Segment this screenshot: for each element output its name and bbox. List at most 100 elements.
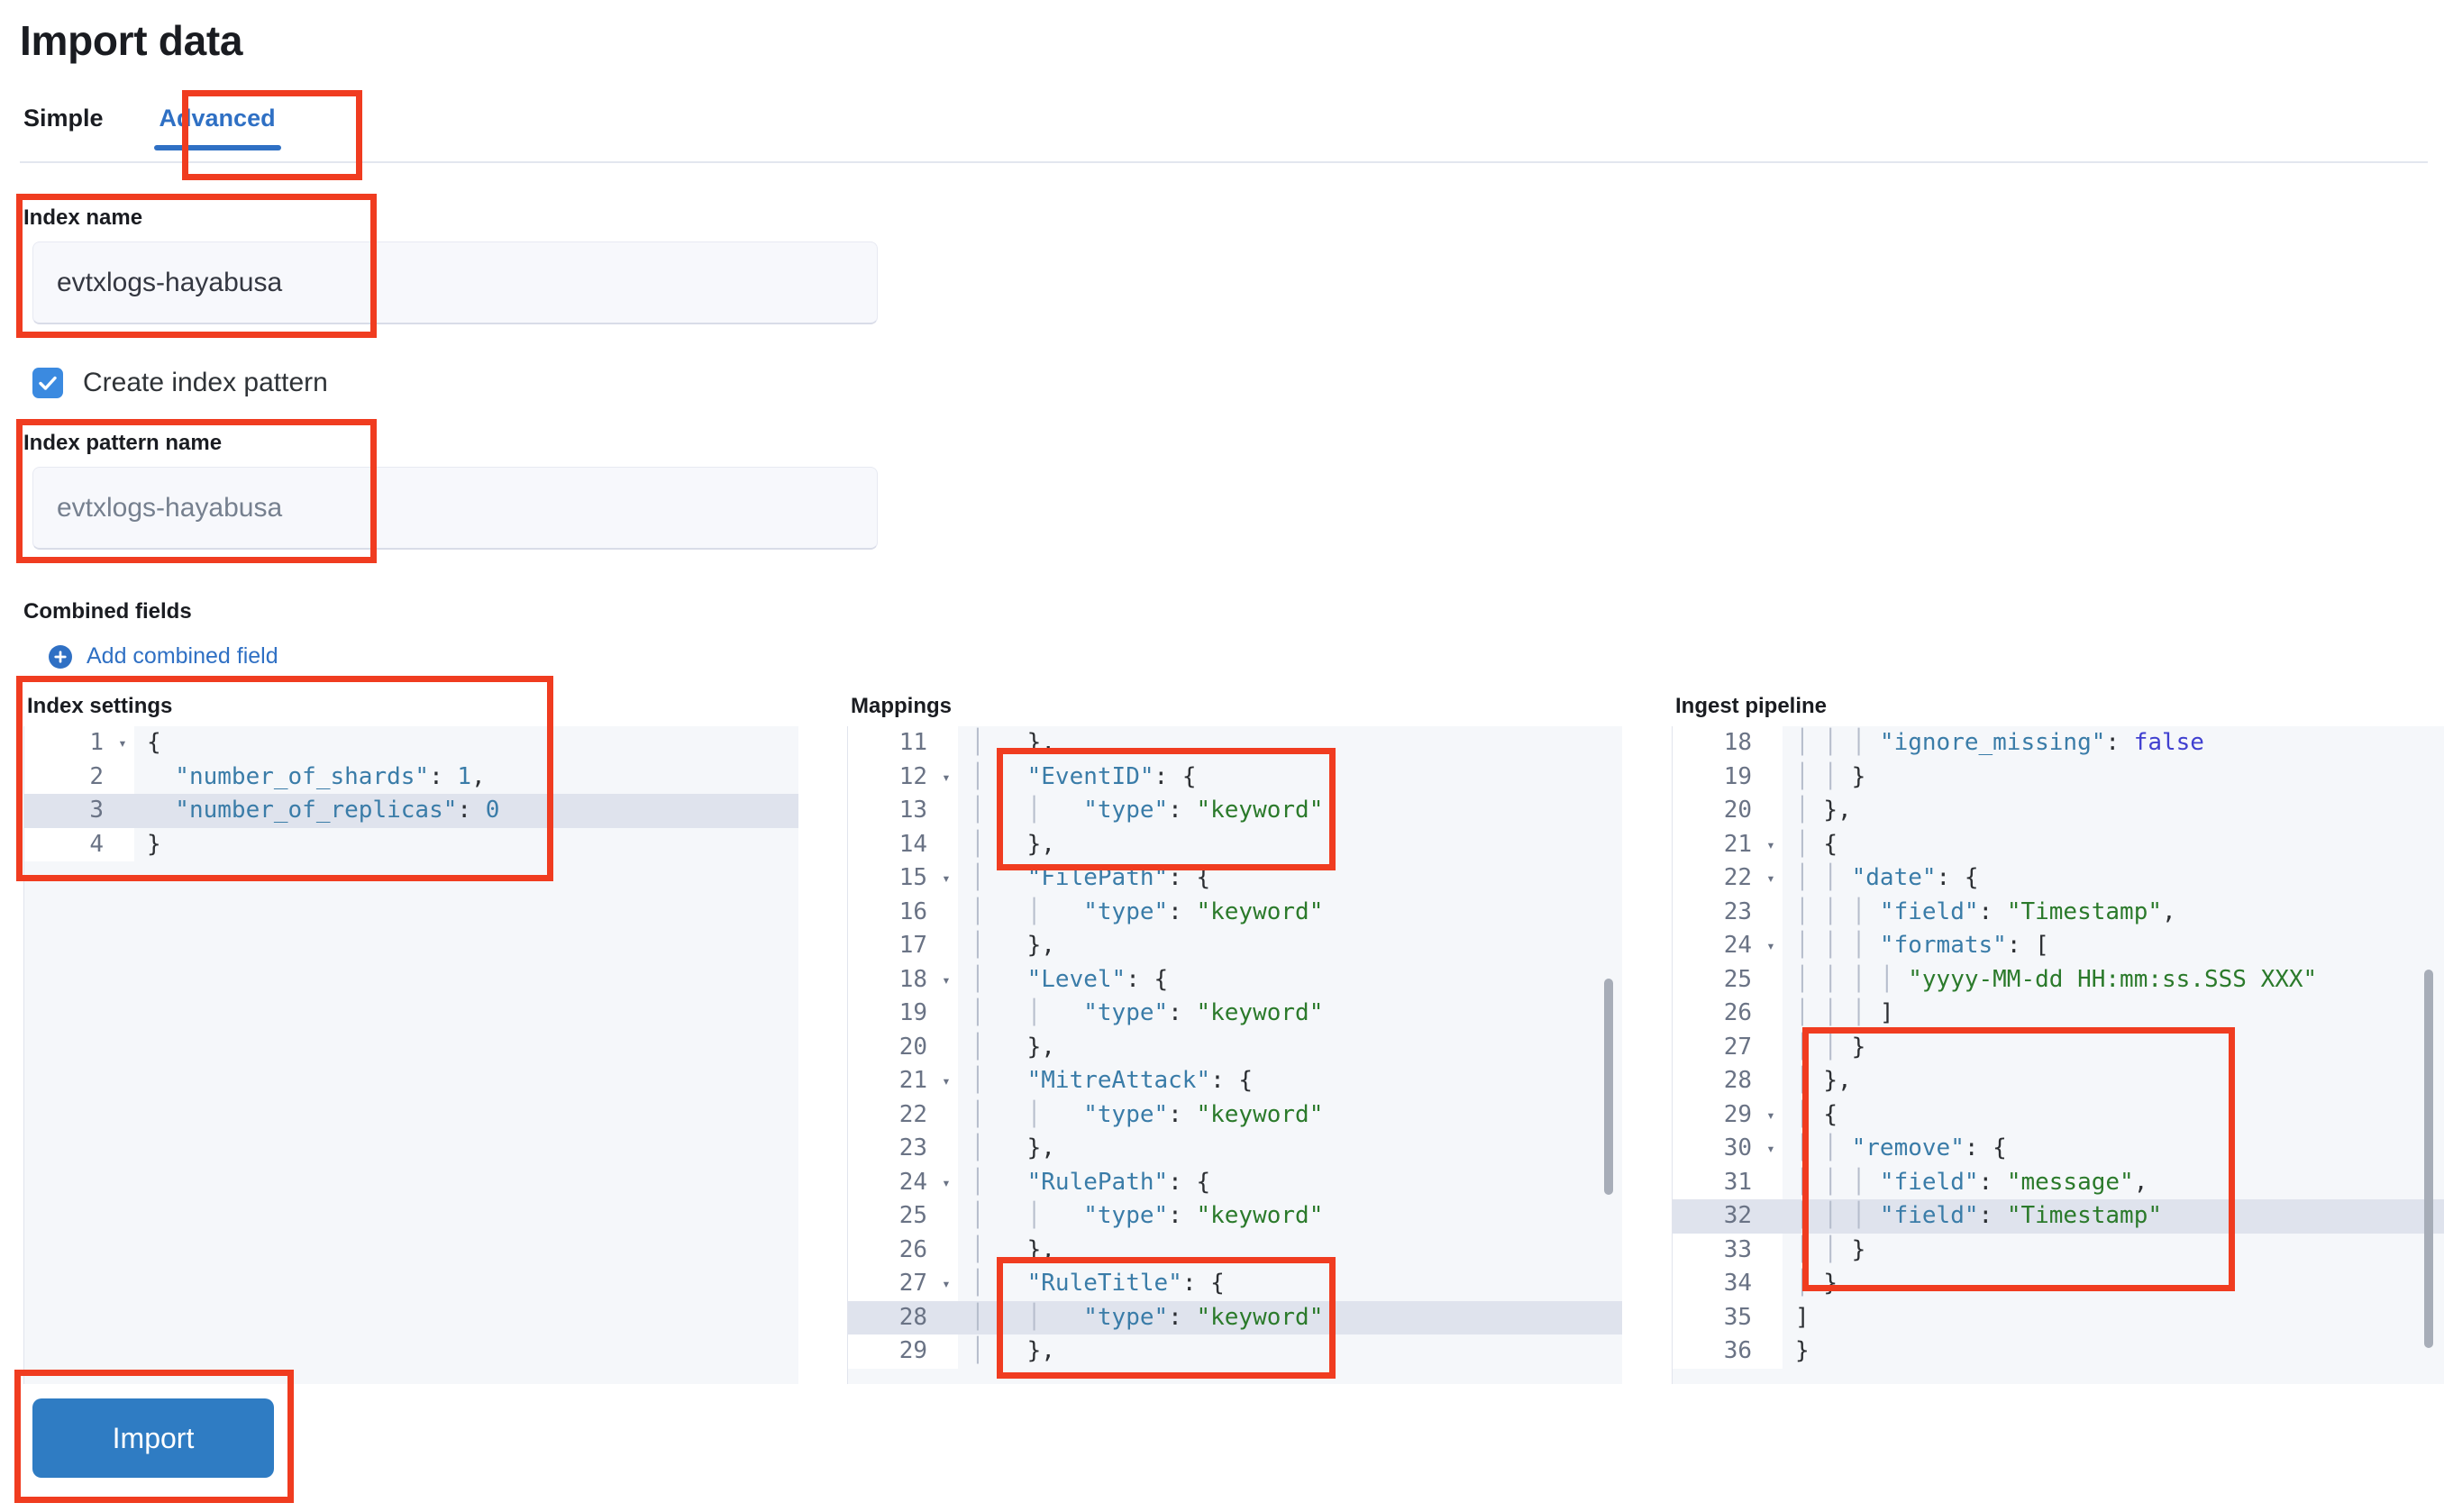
code-text: │ │ │ "formats": [ bbox=[1795, 932, 2049, 959]
fold-caret-icon[interactable]: ▾ bbox=[111, 726, 134, 761]
line-number: 33 bbox=[1673, 1233, 1759, 1267]
fold-caret-icon[interactable]: ▾ bbox=[1759, 929, 1783, 963]
fold-spacer bbox=[935, 997, 958, 1031]
code-text: │ │ "type": "keyword" bbox=[971, 999, 1324, 1026]
fold-caret-icon[interactable]: ▾ bbox=[935, 760, 958, 794]
fold-caret-icon[interactable]: ▾ bbox=[935, 1165, 958, 1199]
fold-caret-icon[interactable]: ▾ bbox=[1759, 1098, 1783, 1132]
index-name-input[interactable]: evtxlogs-hayabusa bbox=[32, 241, 878, 324]
line-number: 23 bbox=[848, 1132, 935, 1166]
mappings-scrollbar-thumb[interactable] bbox=[1604, 979, 1613, 1195]
combined-fields-label: Combined fields bbox=[23, 599, 192, 624]
code-line: 23│ }, bbox=[848, 1132, 1622, 1166]
fold-spacer bbox=[1759, 1199, 1783, 1234]
fold-caret-icon[interactable]: ▾ bbox=[935, 1267, 958, 1301]
fold-spacer bbox=[935, 1132, 958, 1166]
code-text: │ │ │ "ignore_missing": false bbox=[1795, 729, 2204, 756]
line-number: 18 bbox=[1673, 726, 1759, 761]
line-number: 22 bbox=[848, 1098, 935, 1132]
code-text: │ │ } bbox=[1795, 762, 1866, 790]
fold-caret-icon[interactable]: ▾ bbox=[1759, 1132, 1783, 1166]
line-number: 29 bbox=[1673, 1098, 1759, 1132]
fold-spacer bbox=[1759, 1165, 1783, 1199]
fold-caret-icon[interactable]: ▾ bbox=[935, 1064, 958, 1098]
code-text: │ }, bbox=[971, 729, 1055, 756]
line-number: 26 bbox=[1673, 997, 1759, 1031]
mappings-editor[interactable]: 11│ },12▾│ "EventID": {13│ │ "type": "ke… bbox=[847, 726, 1622, 1384]
line-number: 31 bbox=[1673, 1165, 1759, 1199]
code-line: 15▾│ "FilePath": { bbox=[848, 861, 1622, 896]
fold-spacer bbox=[1759, 726, 1783, 761]
code-text: │ }, bbox=[971, 1033, 1055, 1061]
code-text: │ "RuleTitle": { bbox=[971, 1270, 1225, 1297]
code-text: "number_of_shards": 1, bbox=[147, 762, 486, 790]
code-line: 23│ │ │ "field": "Timestamp", bbox=[1673, 895, 2444, 929]
code-line: 31│ │ │ "field": "message", bbox=[1673, 1165, 2444, 1199]
line-number: 20 bbox=[1673, 794, 1759, 828]
code-line: 36} bbox=[1673, 1334, 2444, 1369]
fold-spacer bbox=[111, 760, 134, 794]
line-number: 32 bbox=[1673, 1199, 1759, 1234]
fold-spacer bbox=[935, 895, 958, 929]
line-number: 25 bbox=[848, 1199, 935, 1234]
fold-spacer bbox=[935, 1233, 958, 1267]
fold-spacer bbox=[1759, 962, 1783, 997]
fold-spacer bbox=[1759, 1064, 1783, 1098]
fold-spacer bbox=[935, 794, 958, 828]
code-text: │ { bbox=[1795, 830, 1838, 858]
code-line: 24▾│ "RulePath": { bbox=[848, 1165, 1622, 1199]
fold-spacer bbox=[1759, 1030, 1783, 1064]
line-number: 24 bbox=[848, 1165, 935, 1199]
mappings-title: Mappings bbox=[851, 694, 952, 718]
code-text: │ }, bbox=[971, 830, 1055, 858]
ingest-pipeline-scrollbar-thumb[interactable] bbox=[2424, 970, 2433, 1348]
fold-spacer bbox=[935, 1199, 958, 1234]
line-number: 21 bbox=[848, 1064, 935, 1098]
code-text: ] bbox=[1795, 1303, 1810, 1331]
add-combined-field-label: Add combined field bbox=[87, 643, 278, 669]
fold-caret-icon[interactable]: ▾ bbox=[935, 861, 958, 896]
line-number: 15 bbox=[848, 861, 935, 896]
line-number: 22 bbox=[1673, 861, 1759, 896]
code-text: │ │ "type": "keyword" bbox=[971, 897, 1324, 925]
code-text: } bbox=[147, 830, 161, 858]
index-pattern-name-label: Index pattern name bbox=[23, 431, 223, 455]
code-line: 22▾│ │ "date": { bbox=[1673, 861, 2444, 896]
code-line: 19│ │ "type": "keyword" bbox=[848, 997, 1622, 1031]
fold-caret-icon[interactable]: ▾ bbox=[1759, 827, 1783, 861]
fold-caret-icon[interactable]: ▾ bbox=[935, 962, 958, 997]
code-line: 27▾ │ "RuleTitle": { bbox=[848, 1267, 1622, 1301]
index-name-label: Index name bbox=[23, 205, 143, 230]
code-line: 32│ │ │ "field": "Timestamp" bbox=[1673, 1199, 2444, 1234]
tab-simple[interactable]: Simple bbox=[20, 99, 131, 150]
tab-bar: Simple Advanced bbox=[20, 99, 305, 150]
add-combined-field-button[interactable]: Add combined field bbox=[49, 643, 278, 669]
tab-advanced[interactable]: Advanced bbox=[131, 99, 305, 150]
create-index-pattern-row[interactable]: Create index pattern bbox=[32, 368, 328, 398]
fold-spacer bbox=[111, 827, 134, 861]
fold-spacer bbox=[1759, 997, 1783, 1031]
code-line: 13│ │ "type": "keyword" bbox=[848, 794, 1622, 828]
fold-spacer bbox=[935, 726, 958, 761]
code-text: │ "Level": { bbox=[971, 965, 1169, 993]
import-button[interactable]: Import bbox=[32, 1398, 274, 1478]
code-line: 29▾│ { bbox=[1673, 1098, 2444, 1132]
line-number: 36 bbox=[1673, 1334, 1759, 1369]
line-number: 16 bbox=[848, 895, 935, 929]
checkbox-checked-icon[interactable] bbox=[32, 368, 63, 398]
line-number: 20 bbox=[848, 1030, 935, 1064]
fold-caret-icon[interactable]: ▾ bbox=[1759, 861, 1783, 896]
index-settings-panel: Index settings 1▾{2 "number_of_shards": … bbox=[23, 694, 798, 1384]
line-number: 27 bbox=[1673, 1030, 1759, 1064]
index-pattern-name-input[interactable]: evtxlogs-hayabusa bbox=[32, 467, 878, 550]
index-settings-editor[interactable]: 1▾{2 "number_of_shards": 1,3 "number_of_… bbox=[23, 726, 798, 1384]
code-text: │ │ } bbox=[1795, 1235, 1866, 1263]
code-line: 2 "number_of_shards": 1, bbox=[24, 760, 798, 794]
code-text: │ │ │ "field": "Timestamp", bbox=[1795, 897, 2176, 925]
line-number: 27 bbox=[848, 1267, 935, 1301]
code-text: │ │ "remove": { bbox=[1795, 1134, 2007, 1161]
page-title: Import data bbox=[20, 17, 243, 64]
code-line: 22│ │ "type": "keyword" bbox=[848, 1098, 1622, 1132]
line-number: 4 bbox=[24, 827, 111, 861]
